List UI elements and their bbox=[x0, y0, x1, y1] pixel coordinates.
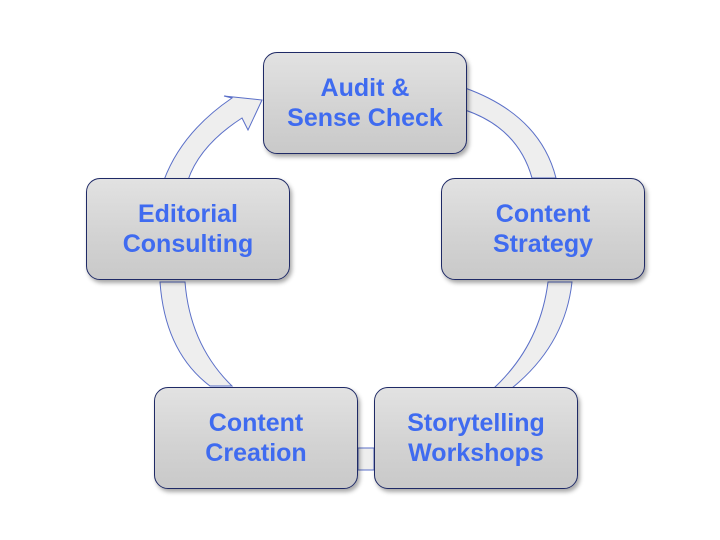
arc-consulting-to-audit-arrow bbox=[163, 95, 263, 181]
node-audit-line-2: Sense Check bbox=[287, 104, 443, 132]
arc-creation-to-consulting bbox=[159, 281, 234, 387]
node-content-creation-line-2: Creation bbox=[205, 439, 307, 467]
node-audit: Audit & Sense Check bbox=[263, 52, 467, 154]
node-content-creation: Content Creation bbox=[154, 387, 358, 489]
node-storytelling-workshops-line-1: Storytelling bbox=[407, 409, 545, 437]
node-storytelling-workshops-line-2: Workshops bbox=[408, 439, 544, 467]
arc-strategy-to-storytelling bbox=[492, 281, 573, 389]
node-storytelling-workshops: Storytelling Workshops bbox=[374, 387, 578, 489]
node-editorial-consulting-line-1: Editorial bbox=[137, 200, 238, 228]
arc-storytelling-to-creation bbox=[357, 447, 375, 471]
node-content-strategy: Content Strategy bbox=[441, 178, 645, 280]
node-editorial-consulting: Editorial Consulting bbox=[86, 178, 290, 280]
node-audit-line-1: Audit & bbox=[320, 74, 410, 102]
node-content-creation-line-1: Content bbox=[208, 409, 304, 437]
arc-audit-to-strategy bbox=[464, 87, 557, 179]
node-content-strategy-line-1: Content bbox=[495, 200, 591, 228]
node-content-strategy-line-2: Strategy bbox=[492, 230, 594, 258]
node-editorial-consulting-line-2: Consulting bbox=[122, 230, 254, 258]
